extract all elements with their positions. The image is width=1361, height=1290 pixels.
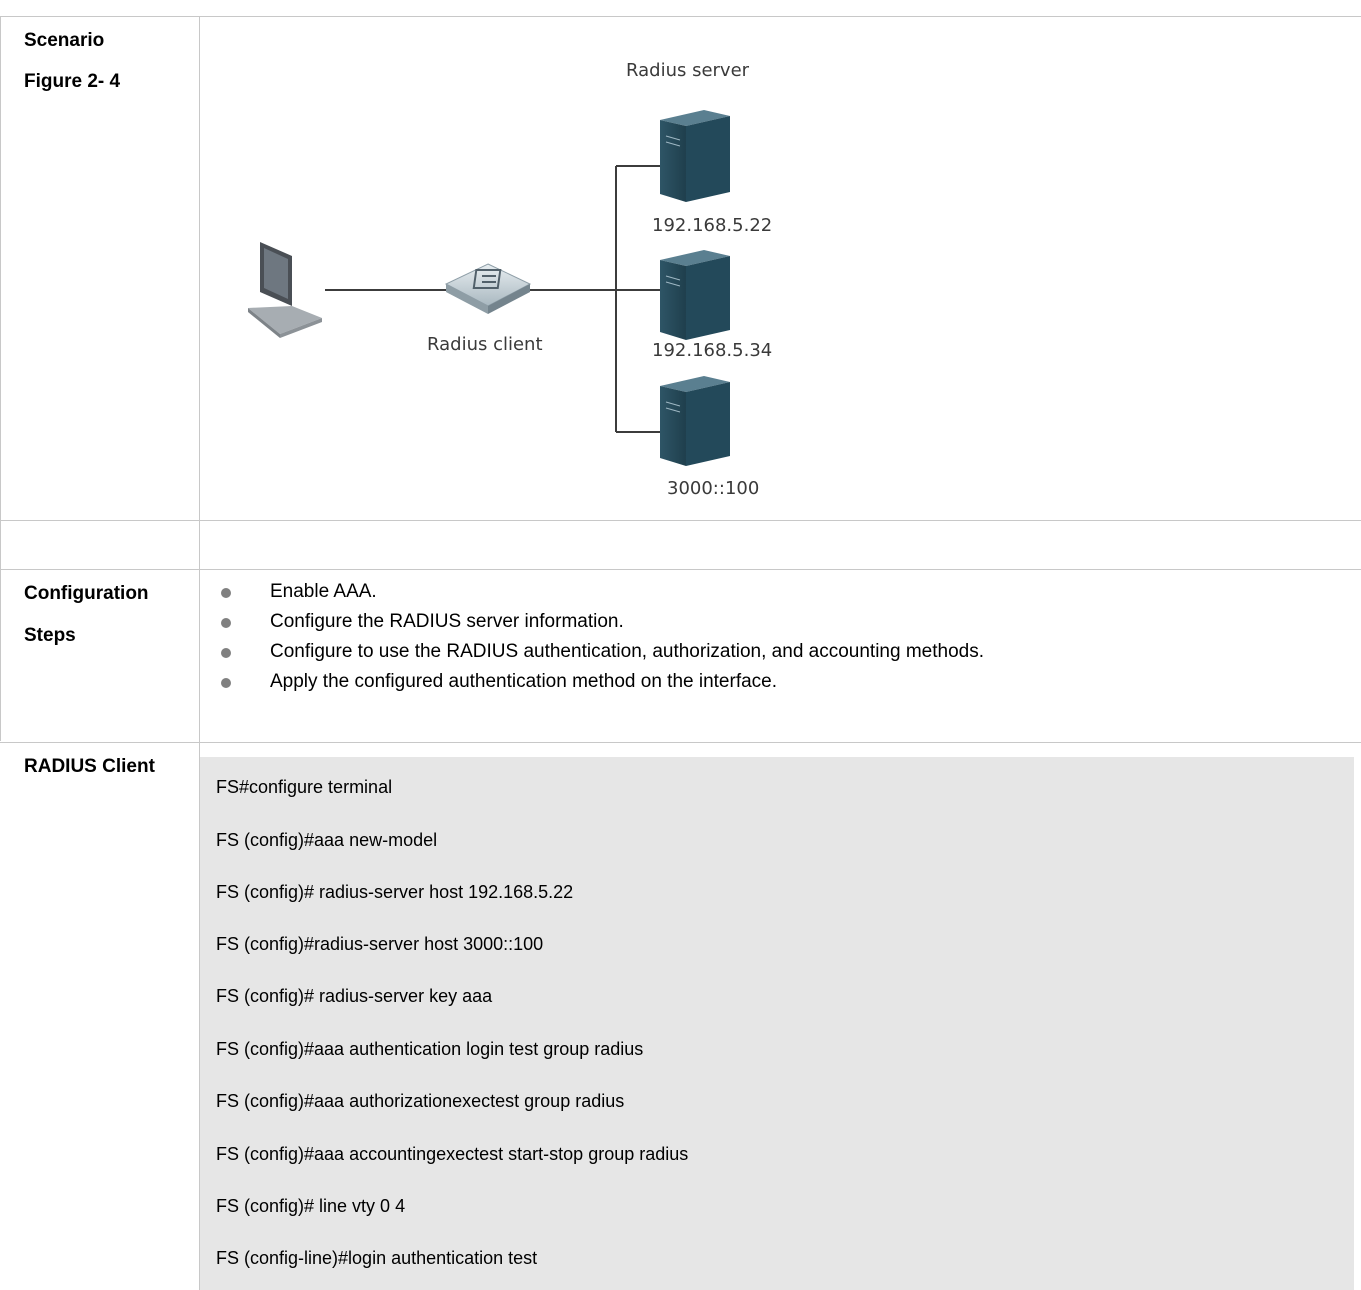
radius-client-label: RADIUS Client xyxy=(24,756,155,777)
code-line: FS (config-line)#login authentication te… xyxy=(216,1248,538,1268)
figure-label: Figure 2- 4 xyxy=(24,71,121,92)
code-line: FS (config)#radius-server host 3000::100 xyxy=(216,934,544,954)
server-ip-label: 3000::100 xyxy=(667,478,759,499)
step-text: Configure to use the RADIUS authenticati… xyxy=(270,641,984,662)
table-border-top xyxy=(0,16,1361,17)
row-divider xyxy=(0,742,1361,743)
radius-server-title: Radius server xyxy=(626,60,750,81)
network-diagram-svg: Radius server Radius client 192.168.5.22… xyxy=(248,60,772,499)
code-line: FS (config)#aaa accountingexectest start… xyxy=(216,1144,689,1164)
list-item: Configure to use the RADIUS authenticati… xyxy=(218,642,984,672)
code-line: FS (config)#aaa authorizationexectest gr… xyxy=(216,1091,625,1111)
bullet-icon xyxy=(221,648,231,658)
configuration-steps-list: Enable AAA. Configure the RADIUS server … xyxy=(218,582,984,702)
server-icon xyxy=(660,110,730,202)
scenario-label: Scenario xyxy=(24,30,105,51)
network-diagram: Radius server Radius client 192.168.5.22… xyxy=(200,16,1361,520)
list-item: Enable AAA. xyxy=(218,582,984,612)
radius-client-switch-icon xyxy=(444,263,532,314)
column-divider xyxy=(199,16,200,1290)
code-line: FS (config)# line vty 0 4 xyxy=(216,1196,406,1216)
code-line: FS#configure terminal xyxy=(216,777,393,797)
code-line: FS (config)# radius-server key aaa xyxy=(216,986,493,1006)
table-border-left xyxy=(0,16,1,741)
code-block: FS#configure terminal FS (config)#aaa ne… xyxy=(200,757,1354,1290)
row-divider xyxy=(0,520,1361,521)
server-icon xyxy=(660,376,730,466)
row-divider xyxy=(0,569,1361,570)
code-line: FS (config)#aaa new-model xyxy=(216,830,438,850)
server-ip-label: 192.168.5.34 xyxy=(652,340,772,361)
bullet-icon xyxy=(221,678,231,688)
server-ip-label: 192.168.5.22 xyxy=(652,215,772,236)
bullet-icon xyxy=(221,588,231,598)
steps-label: Steps xyxy=(24,625,76,646)
step-text: Configure the RADIUS server information. xyxy=(270,611,624,632)
list-item: Configure the RADIUS server information. xyxy=(218,612,984,642)
configuration-label: Configuration xyxy=(24,583,149,604)
bullet-icon xyxy=(221,618,231,628)
radius-client-label: Radius client xyxy=(427,334,543,355)
code-line: FS (config)#aaa authentication login tes… xyxy=(216,1039,644,1059)
laptop-icon xyxy=(248,242,322,338)
server-icon xyxy=(660,250,730,340)
list-item: Apply the configured authentication meth… xyxy=(218,672,984,702)
step-text: Enable AAA. xyxy=(270,581,377,602)
step-text: Apply the configured authentication meth… xyxy=(270,671,778,692)
code-line: FS (config)# radius-server host 192.168.… xyxy=(216,882,574,902)
